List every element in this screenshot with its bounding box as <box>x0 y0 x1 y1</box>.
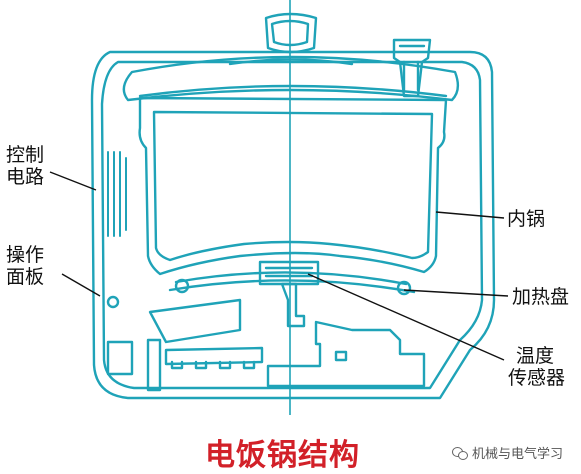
steam-vent <box>392 38 432 98</box>
lid <box>122 55 460 102</box>
outer-casing <box>90 50 496 400</box>
label-inner-pot: 内锅 <box>507 208 546 230</box>
inner-casing <box>100 60 484 390</box>
leader-temp-sensor <box>307 273 505 361</box>
control-circuit <box>107 151 127 237</box>
watermark-text: 机械与电气学习 <box>472 447 564 462</box>
leader-control-circuit <box>49 171 97 191</box>
diagram-title: 电饭锅结构 <box>205 438 360 473</box>
inner-pot <box>138 96 448 276</box>
label-heating-plate: 加热盘 <box>512 286 570 308</box>
leader-inner-pot <box>435 211 505 219</box>
label-temperature-sensor: 温度 传感器 <box>508 345 566 389</box>
label-control-circuit: 控制 电路 <box>6 144 45 188</box>
leader-operation-panel <box>61 273 101 297</box>
watermark: 机械与电气学习 <box>452 443 563 462</box>
wechat-icon <box>452 446 468 460</box>
lid-handle <box>264 12 318 54</box>
panel-button <box>106 295 120 309</box>
heating-plate <box>174 271 408 286</box>
label-operation-panel: 操作 面板 <box>6 244 45 288</box>
leader-heating-plate <box>403 289 509 297</box>
